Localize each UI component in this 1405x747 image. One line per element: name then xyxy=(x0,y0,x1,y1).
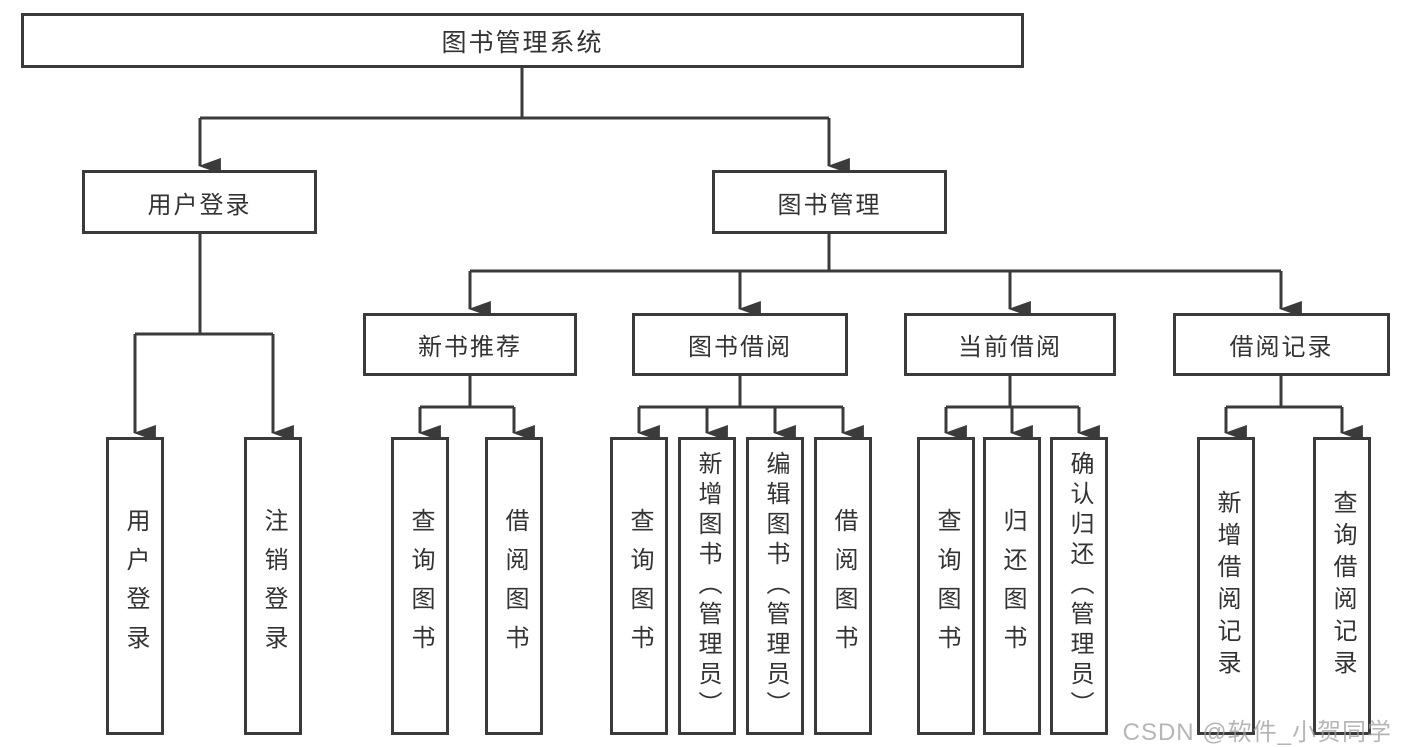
leaf-return-books: 归还图书 xyxy=(983,437,1041,735)
node-current-borrow: 当前借阅 xyxy=(904,313,1116,376)
leaf-confirm-return-admin: 确认归还（管理员） xyxy=(1050,437,1108,735)
node-new-book-recommend: 新书推荐 xyxy=(363,313,577,376)
edge-book-management-stem xyxy=(470,234,1281,273)
edge-new-book-recommend-stem xyxy=(420,376,514,409)
node-library-system: 图书管理系统 xyxy=(21,13,1024,68)
leaf-query-books-2: 查询图书 xyxy=(610,437,668,735)
leaf-query-borrow-record: 查询借阅记录 xyxy=(1313,437,1371,735)
leaf-logout: 注销登录 xyxy=(244,437,302,735)
edge-current-borrow-stem xyxy=(946,376,1079,409)
leaf-add-books-admin: 新增图书（管理员） xyxy=(678,437,736,735)
watermark: CSDN @软件_小贺同学 xyxy=(1122,719,1392,746)
edge-root-stem xyxy=(200,68,829,120)
edge-borrow-records-stem xyxy=(1226,376,1342,409)
leaf-edit-books-admin: 编辑图书（管理员） xyxy=(746,437,804,735)
edge-user-login-stem xyxy=(135,234,273,336)
edge-book-borrow-stem xyxy=(639,376,843,409)
node-book-borrow: 图书借阅 xyxy=(632,313,848,376)
node-borrow-records: 借阅记录 xyxy=(1173,313,1390,376)
leaf-borrow-books-1: 借阅图书 xyxy=(485,437,543,735)
leaf-query-books-1: 查询图书 xyxy=(391,437,449,735)
node-user-login: 用户登录 xyxy=(82,170,317,234)
leaf-add-borrow-record: 新增借阅记录 xyxy=(1197,437,1255,735)
leaf-borrow-books-2: 借阅图书 xyxy=(814,437,872,735)
leaf-query-books-3: 查询图书 xyxy=(917,437,975,735)
leaf-user-login: 用户登录 xyxy=(106,437,164,735)
node-book-management: 图书管理 xyxy=(712,170,947,234)
